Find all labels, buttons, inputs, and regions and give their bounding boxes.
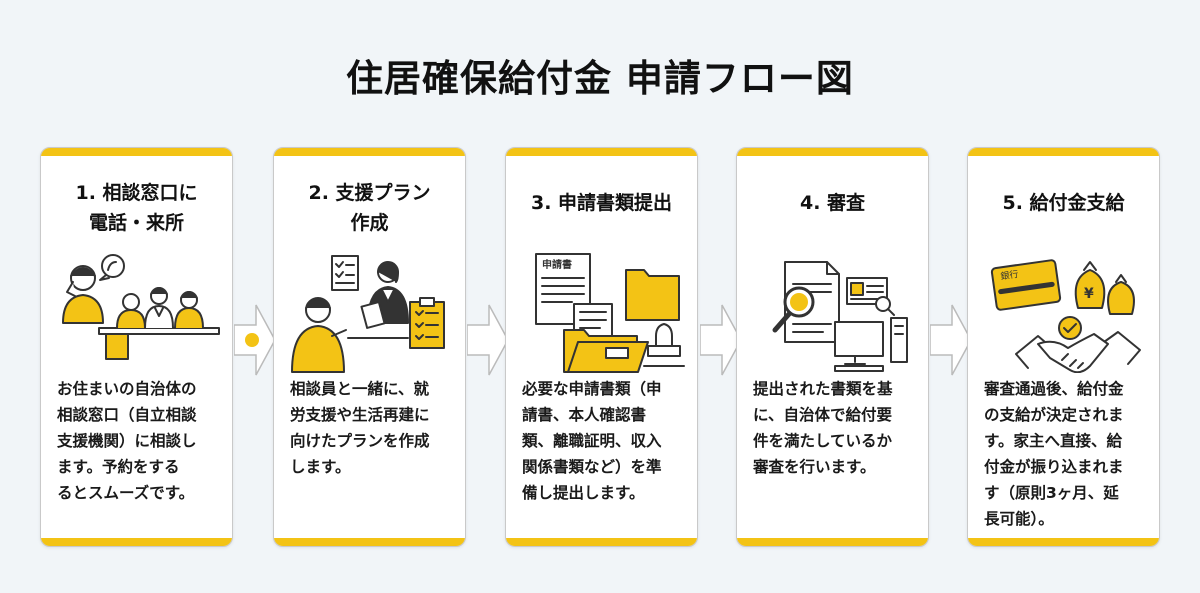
step-1-text-line: 相談窓口（自立相談: [57, 406, 197, 424]
step-2-text-line: 向けたプランを作成: [290, 432, 430, 450]
step-card-1: 1. 相談窓口に 電話・来所 お住まいの自治体: [40, 147, 233, 547]
flow-arrow-icon: [234, 304, 276, 376]
step-5-text-line: す（原則3ヶ月、延: [984, 484, 1119, 502]
step-2-text-line: 相談員と一緒に、就: [290, 380, 430, 398]
step-5-text-line: 審査通過後、給付金: [984, 380, 1124, 398]
step-5-text-line: す。家主へ直接、給: [984, 432, 1122, 450]
step-4-text-line: 審査を行います。: [753, 458, 876, 476]
consultation-icon: [62, 254, 220, 360]
payment-icon: 銀行 ¥: [990, 259, 1141, 373]
flow-arrow-icon: [467, 304, 509, 376]
step-1-text-line: お住まいの自治体の: [57, 380, 197, 398]
documents-icon: 申請書: [535, 253, 685, 373]
step-5-text-line: 付金が振り込まれま: [984, 458, 1124, 476]
step-3-title-line-1: 3. 申請書類提出: [530, 192, 673, 214]
yen-symbol: ¥: [1084, 286, 1094, 302]
step-1-title: 1. 相談窓口に 電話・来所: [47, 178, 226, 238]
step-1-description: お住まいの自治体の 相談窓口（自立相談 支援機関）に相談し ます。予約をする る…: [57, 376, 220, 506]
step-2-text-line: 労支援や生活再建に: [290, 406, 430, 424]
flow-arrow-icon: [930, 304, 972, 376]
step-1-title-line-2: 電話・来所: [88, 212, 184, 234]
step-2-title-line-2: 作成: [350, 212, 389, 234]
step-4-title: 4. 審査: [743, 188, 922, 218]
step-1-text-line: ます。予約をする: [57, 458, 180, 476]
step-3-text-line: 請書、本人確認書: [522, 406, 647, 424]
step-5-description: 審査通過後、給付金 の支給が決定されま す。家主へ直接、給 付金が振り込まれま …: [984, 376, 1147, 532]
step-2-title: 2. 支援プラン 作成: [280, 178, 459, 238]
bank-card-label: 銀行: [1000, 268, 1020, 282]
step-card-3: 3. 申請書類提出 申請書 必要な申請書類（申 請書、本人確認書 類、離職証明、…: [505, 147, 698, 547]
step-3-description: 必要な申請書類（申 請書、本人確認書 類、離職証明、収入 関係書類など）を準 備…: [522, 376, 685, 506]
step-2-title-line-1: 2. 支援プラン: [308, 182, 431, 204]
step-2-description: 相談員と一緒に、就 労支援や生活再建に 向けたプランを作成 します。: [290, 376, 453, 480]
plan-icon: [291, 255, 445, 373]
step-4-text-line: 提出された書類を基: [753, 380, 893, 398]
step-3-text-line: 関係書類など）を準: [522, 458, 662, 476]
step-card-4: 4. 審査 提出された書類を基: [736, 147, 929, 547]
step-4-title-line-1: 4. 審査: [799, 192, 866, 214]
step-4-text-line: に、自治体で給付要: [753, 406, 893, 424]
step-1-text-line: 支援機関）に相談し: [57, 432, 197, 450]
step-1-title-line-1: 1. 相談窓口に: [75, 182, 198, 204]
step-4-text-line: 件を満たしているか: [753, 432, 893, 450]
step-1-text-line: るとスムーズです。: [57, 484, 195, 502]
flow-arrow-icon: [700, 304, 742, 376]
step-5-text-line: の支給が決定されま: [984, 406, 1124, 424]
step-2-text-line: します。: [290, 458, 351, 476]
step-card-5: 5. 給付金支給 銀行 ¥ 審査通過後、給付金 の支給が決定されま す。家主へ直…: [967, 147, 1160, 547]
review-icon: [772, 261, 908, 372]
step-5-title: 5. 給付金支給: [974, 188, 1153, 218]
application-form-label: 申請書: [542, 258, 572, 271]
step-3-text-line: 備し提出します。: [522, 484, 645, 502]
step-5-text-line: 長可能）。: [984, 510, 1054, 528]
page-title: 住居確保給付金 申請フロー図: [346, 57, 854, 100]
step-4-description: 提出された書類を基 に、自治体で給付要 件を満たしているか 審査を行います。: [753, 376, 916, 480]
step-3-text-line: 類、離職証明、収入: [522, 432, 662, 450]
step-5-title-line-1: 5. 給付金支給: [1002, 192, 1125, 214]
step-3-text-line: 必要な申請書類（申: [522, 380, 662, 398]
step-3-title: 3. 申請書類提出: [512, 188, 691, 218]
step-card-2: 2. 支援プラン 作成 相談員と一緒に、就: [273, 147, 466, 547]
